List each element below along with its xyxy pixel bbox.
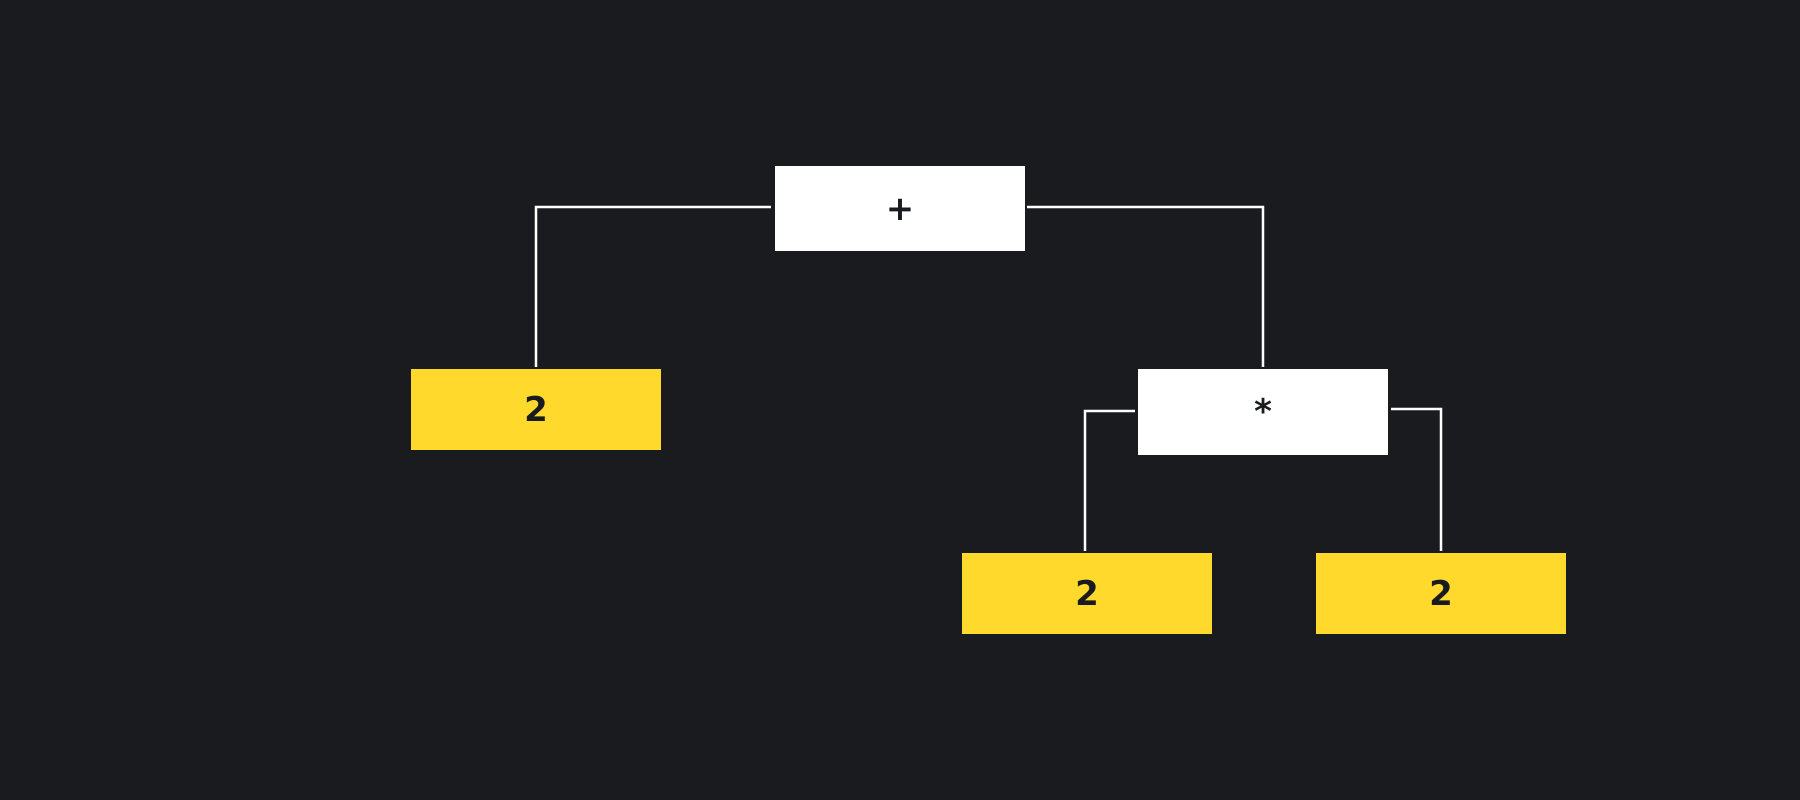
times-right-operand-label: 2 bbox=[1429, 573, 1453, 614]
times-left-operand-label: 2 bbox=[1075, 573, 1099, 614]
times-left-operand-node: 2 bbox=[962, 553, 1212, 634]
plus-operator-label: + bbox=[885, 188, 915, 229]
connector-plus-to-times bbox=[1027, 205, 1265, 367]
plus-operator-node: + bbox=[775, 166, 1025, 251]
connector-plus-to-left-operand bbox=[534, 205, 771, 367]
left-operand-label: 2 bbox=[524, 389, 548, 430]
connector-times-to-left-operand bbox=[1083, 409, 1135, 551]
times-right-operand-node: 2 bbox=[1316, 553, 1566, 634]
connector-times-to-right-operand bbox=[1391, 407, 1443, 551]
times-operator-node: * bbox=[1138, 369, 1388, 455]
times-operator-label: * bbox=[1254, 392, 1272, 432]
left-operand-node: 2 bbox=[411, 369, 661, 450]
